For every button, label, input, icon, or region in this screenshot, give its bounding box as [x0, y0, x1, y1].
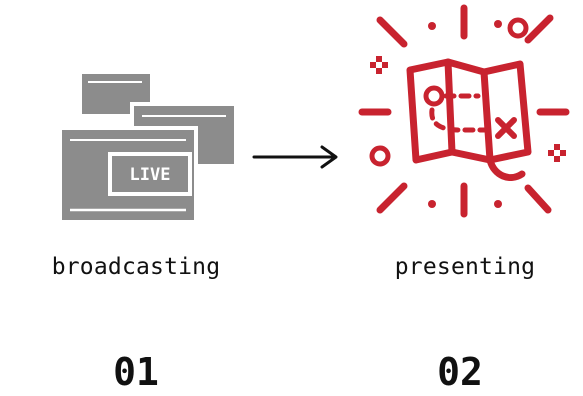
treasure-map-burst-icon — [352, 0, 583, 230]
live-badge-text: LIVE — [130, 165, 171, 185]
step-number-1: 01 — [113, 350, 159, 394]
step-label-presenting: presenting — [394, 254, 536, 280]
right-arrow-icon — [250, 142, 342, 172]
step-number-2: 02 — [437, 350, 483, 394]
live-broadcast-windows-icon: LIVE — [58, 70, 238, 226]
step-label-broadcasting: broadcasting — [51, 254, 221, 280]
